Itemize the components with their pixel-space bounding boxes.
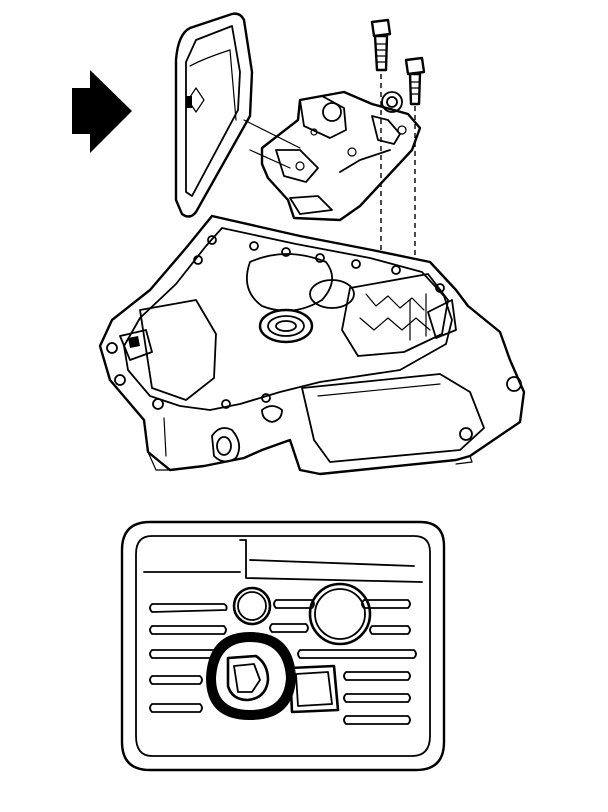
direction-arrow-icon	[72, 70, 132, 153]
bolt	[404, 56, 426, 262]
filter-gasket	[174, 12, 254, 218]
oil-pan-filter-plan-view	[120, 520, 446, 772]
transaxle-case	[98, 214, 526, 476]
valve-body-cover	[243, 90, 422, 222]
bolt	[370, 18, 392, 280]
